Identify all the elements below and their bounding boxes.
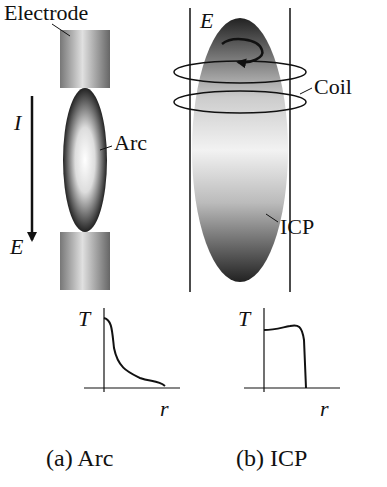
axis xyxy=(263,308,264,392)
part-label: Coil xyxy=(314,76,352,98)
axis-label: r xyxy=(320,398,329,420)
current-symbol: I xyxy=(14,112,21,134)
tube-wall xyxy=(189,8,191,292)
axis xyxy=(103,308,104,392)
axis xyxy=(244,387,340,388)
temperature-curve xyxy=(104,318,165,386)
field-symbol: E xyxy=(200,10,213,32)
caption: (b) ICP xyxy=(236,446,307,470)
axis xyxy=(84,387,180,388)
icp-plasma xyxy=(192,18,288,282)
leader-line xyxy=(266,214,278,222)
leader-line xyxy=(52,24,70,36)
tube-wall xyxy=(289,8,291,292)
leader-line xyxy=(100,146,112,150)
temperature-curve xyxy=(264,325,306,388)
axis-label: r xyxy=(160,398,169,420)
field-symbol: E xyxy=(10,236,23,258)
coil-turn xyxy=(174,91,306,113)
part-label: Arc xyxy=(114,132,147,154)
bottom-electrode xyxy=(60,232,110,290)
arc-plasma xyxy=(63,88,107,232)
top-electrode xyxy=(60,30,110,88)
axis-label: T xyxy=(238,308,250,330)
coil-turn xyxy=(174,61,306,83)
axis-label: T xyxy=(78,308,90,330)
part-label: ICP xyxy=(280,216,314,238)
part-label: Electrode xyxy=(4,2,88,24)
current-arrow xyxy=(31,96,34,240)
field-arrow xyxy=(222,39,262,62)
caption: (a) Arc xyxy=(46,446,113,470)
leader-line xyxy=(300,88,312,94)
